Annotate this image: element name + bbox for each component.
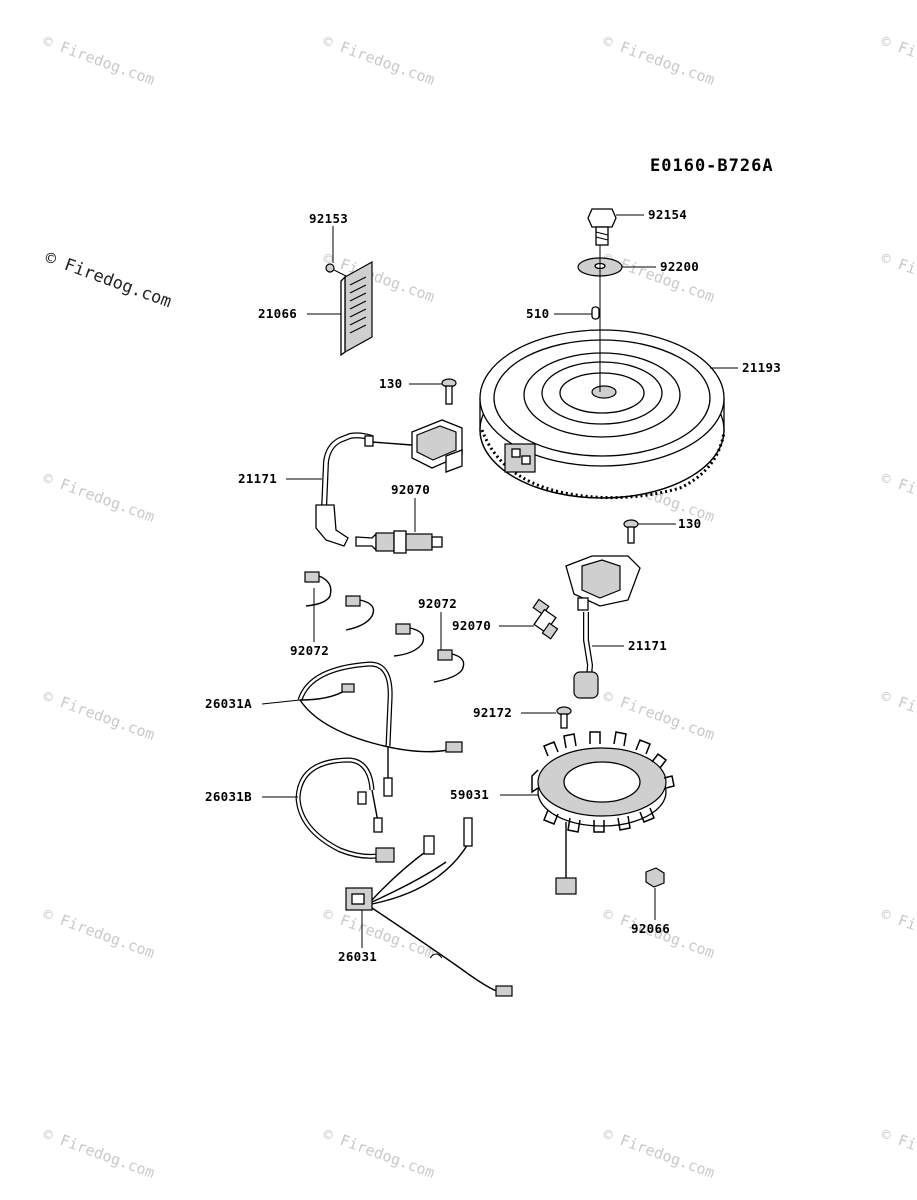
watermark: © Firedog.com xyxy=(879,1125,917,1182)
watermark: © Firedog.com xyxy=(41,905,157,962)
stator-59031 xyxy=(531,731,675,895)
watermark: © Firedog.com xyxy=(41,687,157,744)
watermark: © Firedog.com xyxy=(879,905,917,962)
label-92154: 92154 xyxy=(648,207,687,222)
label-130: 130 xyxy=(379,376,402,391)
label-510: 510 xyxy=(526,306,549,321)
label-59031: 59031 xyxy=(450,787,489,802)
watermark: © Firedog.com xyxy=(321,32,437,89)
watermark: © Firedog.com xyxy=(321,1125,437,1182)
clip-92072 xyxy=(433,649,465,683)
label-92200: 92200 xyxy=(660,259,699,274)
label-26031A: 26031A xyxy=(205,696,252,711)
label-92072: 92072 xyxy=(290,643,329,658)
harness-26031A xyxy=(297,661,463,797)
watermark-layer: © Firedog.com © Firedog.com © Firedog.co… xyxy=(41,32,917,1182)
clip-92072 xyxy=(345,595,375,631)
ignition-coil-right xyxy=(565,555,641,699)
diagram-code: E0160-B726A xyxy=(650,156,774,176)
watermark: © Firedog.com xyxy=(41,1125,157,1182)
label-26031: 26031 xyxy=(338,949,377,964)
label-21171: 21171 xyxy=(628,638,667,653)
ignition-coil-left xyxy=(315,419,463,547)
label-92072: 92072 xyxy=(418,596,457,611)
label-21066: 21066 xyxy=(258,306,297,321)
screw-92153 xyxy=(325,263,347,277)
watermark: © Firedog.com xyxy=(601,249,717,306)
harness-26031 xyxy=(345,817,513,997)
spark-plug-right xyxy=(532,598,559,640)
bolt-130-right xyxy=(623,519,639,544)
label-92066: 92066 xyxy=(631,921,670,936)
part-labels: 92153 21066 92154 92200 510 21193 130 21… xyxy=(205,207,781,964)
label-92172: 92172 xyxy=(473,705,512,720)
label-21193: 21193 xyxy=(742,360,781,375)
label-130: 130 xyxy=(678,516,701,531)
label-92070: 92070 xyxy=(452,618,491,633)
watermark: © Firedog.com xyxy=(879,32,917,89)
watermark: © Firedog.com xyxy=(41,32,157,89)
label-26031B: 26031B xyxy=(205,789,252,804)
watermark: © Firedog.com xyxy=(321,249,437,306)
harness-26031B xyxy=(295,757,395,863)
watermark: © Firedog.com xyxy=(879,469,917,526)
label-21171: 21171 xyxy=(238,471,277,486)
flywheel xyxy=(479,329,726,500)
rectifier-21066 xyxy=(340,260,373,357)
label-92153: 92153 xyxy=(309,211,348,226)
watermark: © Firedog.com xyxy=(601,687,717,744)
screw-92172 xyxy=(556,706,572,729)
watermark: © Firedog.com xyxy=(879,687,917,744)
watermark: © Firedog.com xyxy=(41,469,157,526)
watermark: © Firedog.com xyxy=(601,1125,717,1182)
watermark-main: © Firedog.com xyxy=(42,248,174,312)
bolt-92154 xyxy=(587,208,617,246)
key-510 xyxy=(591,306,600,320)
nut-92066 xyxy=(645,867,665,888)
clip-92072 xyxy=(304,571,332,607)
spark-plug-left xyxy=(355,530,443,554)
watermark: © Firedog.com xyxy=(601,32,717,89)
bolt-130-top xyxy=(441,378,457,405)
leader-lines xyxy=(261,214,738,948)
label-92070: 92070 xyxy=(391,482,430,497)
watermark: © Firedog.com xyxy=(879,249,917,306)
clip-92072 xyxy=(393,623,425,657)
